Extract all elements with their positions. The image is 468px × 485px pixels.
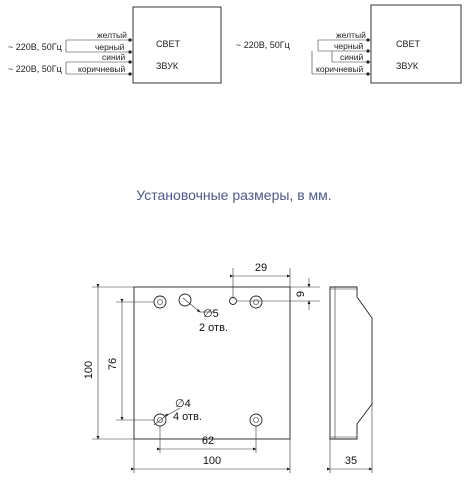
wire-blue-label: синий — [102, 52, 125, 62]
dim-height-holes: 76 — [107, 358, 119, 370]
dim-width-holes: 62 — [202, 435, 214, 447]
dim-top-small: 9 — [295, 291, 307, 297]
light-label-right: СВЕТ — [396, 39, 421, 49]
wire-brown-label: коричневый — [78, 64, 125, 74]
wiring-box-right — [370, 4, 462, 84]
front-view: ∅5 2 отв. ∅4 4 отв. 100 76 62 100 29 — [83, 262, 320, 473]
hole-bottom-count: 4 отв. — [173, 411, 202, 423]
wire-black-label-right: черный — [334, 41, 364, 51]
wire-brown-label-right: коричневый — [316, 64, 363, 74]
dim-depth: 35 — [345, 455, 357, 467]
sound-label: ЗВУК — [156, 61, 179, 71]
power-label-1: ~ 220В, 50Гц — [8, 42, 62, 52]
wire-black-label: черный — [95, 42, 125, 52]
sound-label-right: ЗВУК — [396, 61, 419, 71]
wire-yellow-label: желтый — [97, 30, 127, 40]
power-label-2: ~ 220В, 50Гц — [8, 64, 62, 74]
section-title: Установочные размеры, в мм. — [136, 187, 331, 203]
hole-top-count: 2 отв. — [199, 322, 228, 334]
light-label: СВЕТ — [156, 39, 181, 49]
dim-height-total: 100 — [83, 361, 95, 379]
dim-top-offset: 29 — [255, 262, 267, 274]
wire-yellow-label-right: желтый — [336, 30, 366, 40]
power-label-right: ~ 220В, 50Гц — [236, 40, 290, 50]
hole-top-diameter: ∅5 — [203, 308, 219, 320]
device-front-outline — [133, 286, 291, 440]
hole-bottom-diameter: ∅4 — [175, 398, 191, 410]
wire-blue-label-right: синий — [340, 52, 363, 62]
wiring-left: ~ 220В, 50Гц ~ 220В, 50Гц желтый черный … — [8, 6, 222, 84]
device-side-outline — [329, 286, 373, 440]
side-view: 35 — [327, 286, 373, 473]
wiring-box-left — [132, 6, 222, 84]
wiring-right: ~ 220В, 50Гц желтый черный синий коричне… — [236, 4, 462, 84]
dim-width-total: 100 — [203, 455, 221, 467]
